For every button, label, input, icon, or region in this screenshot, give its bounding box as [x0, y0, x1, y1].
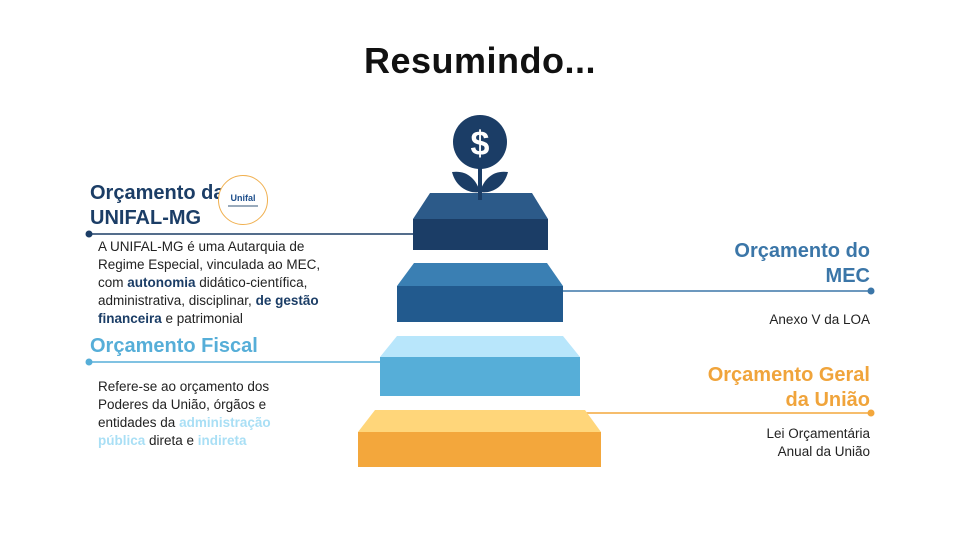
connector-dot-geral	[867, 409, 875, 417]
heading-unifal: Orçamento da UNIFAL-MG	[90, 182, 225, 229]
money-plant-icon: $	[452, 115, 508, 200]
desc-geral: Lei Orçamentária Anual da União	[766, 426, 870, 459]
tier-mec-body	[397, 286, 563, 322]
dollar-symbol: $	[471, 125, 490, 163]
connector-dot-unifal	[85, 230, 93, 238]
tier-fiscal-body	[380, 357, 580, 396]
page-title: Resumindo...	[363, 40, 597, 81]
tier-geral-top	[358, 410, 601, 432]
connector-dot-mec	[867, 287, 875, 295]
desc-mec: Anexo V da LOA	[769, 312, 870, 327]
heading-mec: Orçamento do MEC	[734, 240, 870, 287]
tier-unifal-top	[413, 193, 548, 219]
desc-fiscal: Refere-se ao orçamento dos Poderes da Un…	[98, 379, 271, 448]
tier-mec-top	[397, 263, 563, 286]
heading-fiscal: Orçamento Fiscal	[90, 335, 258, 357]
desc-unifal: A UNIFAL-MG é uma Autarquia de Regime Es…	[98, 239, 321, 326]
tier-geral-body	[358, 432, 601, 467]
connector-dot-fiscal	[85, 358, 93, 366]
tier-fiscal-top	[380, 336, 580, 357]
unifal-logo-text: Unifal	[230, 193, 256, 203]
unifal-logo: Unifal	[218, 175, 268, 225]
heading-geral: Orçamento Geral da União	[707, 364, 870, 411]
tier-unifal-body	[413, 219, 548, 250]
